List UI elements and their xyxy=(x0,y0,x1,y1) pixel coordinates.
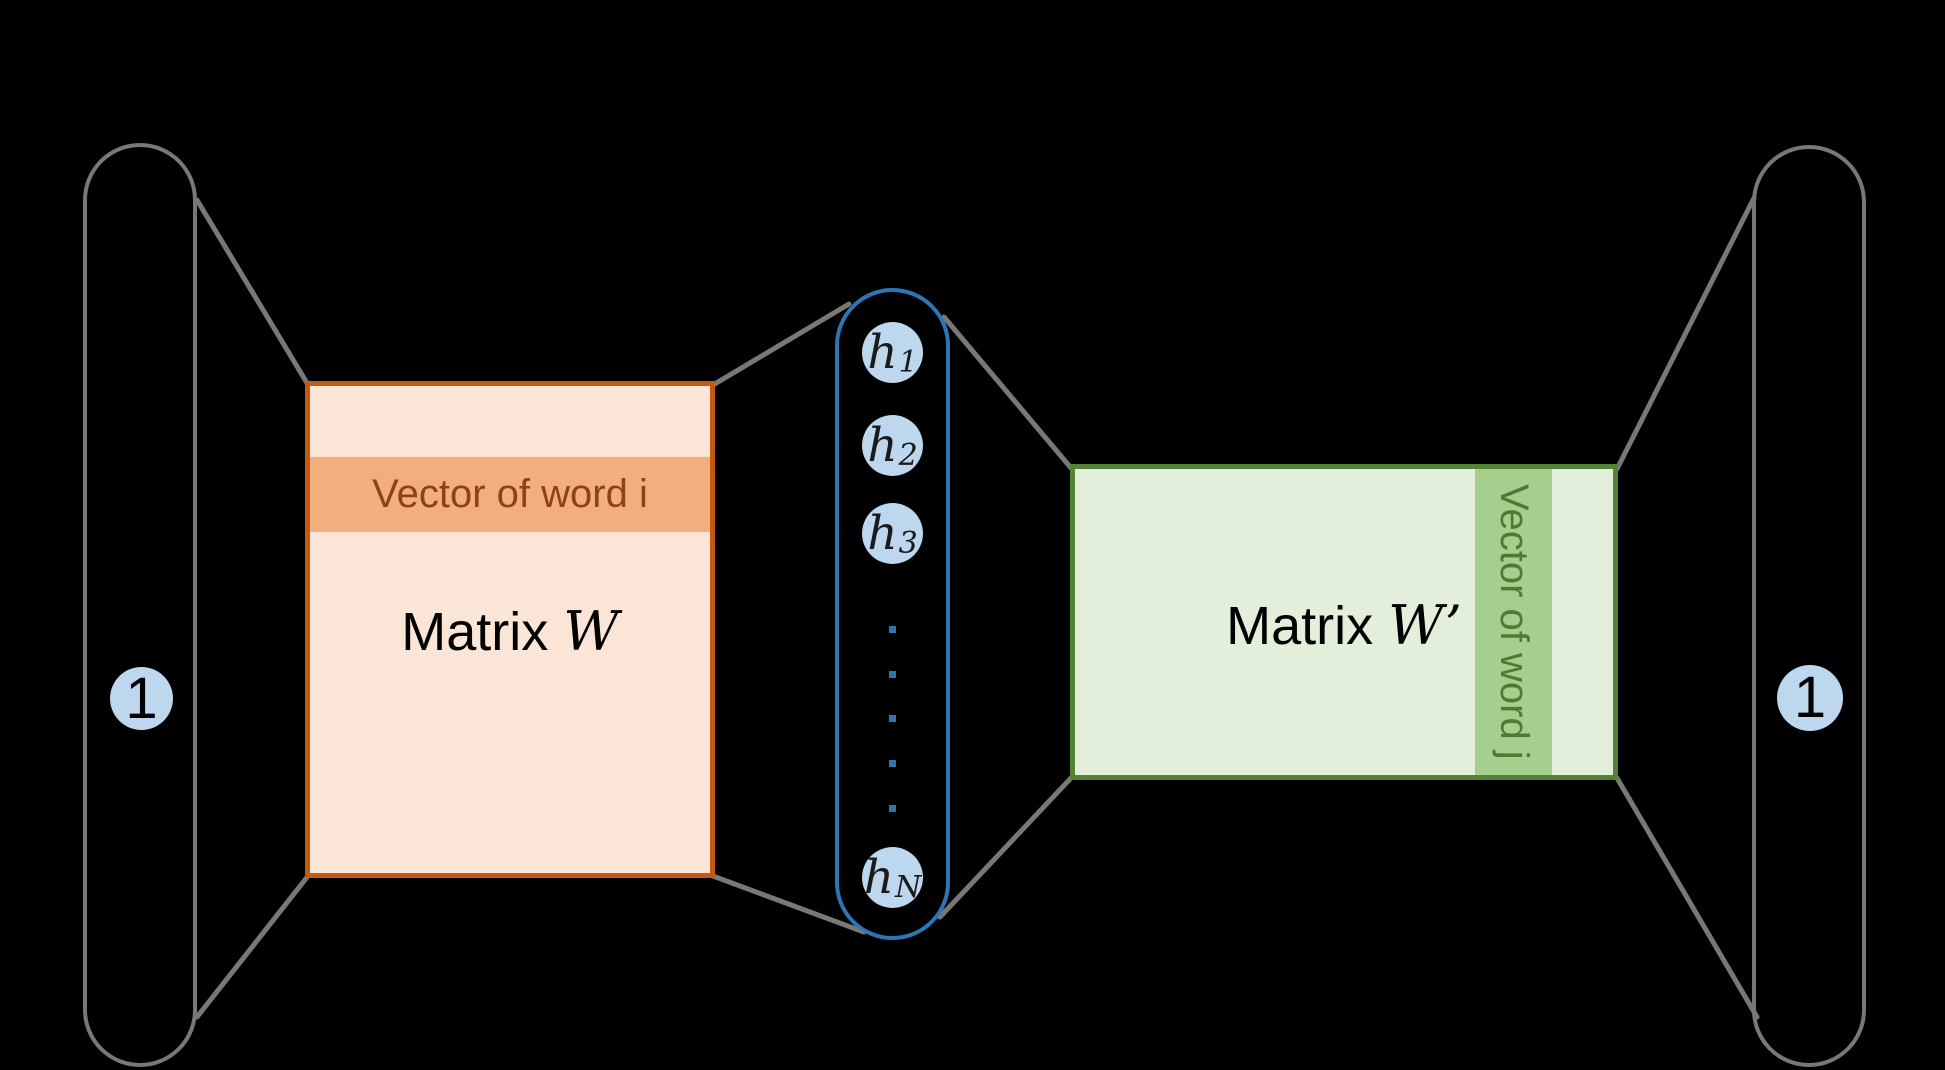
matrix-w-label: Matrix W xyxy=(310,600,710,663)
input-layer-pill xyxy=(83,143,197,1067)
hidden-node-h1-base: h xyxy=(867,325,898,380)
ellipsis-dot xyxy=(889,760,896,767)
ellipsis-dot xyxy=(889,626,896,633)
hidden-node-h3-base: h xyxy=(867,506,898,561)
connector-input-to-matrixw-top xyxy=(194,197,310,386)
matrix-w-prime-label-prefix: Matrix xyxy=(1226,596,1374,656)
matrix-w-prime-label: Matrix W’ xyxy=(1075,594,1613,657)
connector-matrixwp-to-output-bottom xyxy=(1614,775,1760,1020)
ellipsis-dot xyxy=(889,671,896,678)
connector-matrixwp-to-output-top xyxy=(1614,195,1757,472)
matrix-w: Vector of word i Matrix W xyxy=(305,381,715,878)
vector-of-word-i-label: Vector of word i xyxy=(372,472,648,516)
matrix-w-prime: Matrix W’ Vector of word j xyxy=(1070,464,1618,780)
connector-hidden-to-matrixwp-top xyxy=(941,314,1074,471)
hidden-node-h2-sub: 2 xyxy=(898,437,918,473)
hidden-layer-pill xyxy=(835,288,950,940)
hidden-node-h3-sub: 3 xyxy=(898,525,918,561)
ellipsis-dot xyxy=(889,715,896,722)
hidden-node-hN-sub: N xyxy=(895,869,922,905)
connector-matrixw-to-hidden-top xyxy=(710,301,852,388)
ellipsis-dot xyxy=(889,805,896,812)
matrix-w-prime-symbol: W’ xyxy=(1388,594,1462,657)
output-node: 1 xyxy=(1777,665,1843,731)
output-node-value: 1 xyxy=(1793,665,1827,730)
vector-of-word-j-label: Vector of word j xyxy=(1492,484,1536,760)
connector-input-to-matrixw-bottom xyxy=(194,873,311,1020)
hidden-node-h2-base: h xyxy=(867,418,898,473)
connector-hidden-to-matrixwp-bottom xyxy=(937,775,1074,920)
input-node: 1 xyxy=(110,667,173,730)
matrix-w-symbol: W xyxy=(563,600,619,663)
matrix-w-label-prefix: Matrix xyxy=(401,602,549,662)
vector-of-word-j-band: Vector of word j xyxy=(1475,469,1552,775)
vector-of-word-i-band: Vector of word i xyxy=(310,457,710,532)
hidden-node-h1-sub: 1 xyxy=(898,344,918,380)
connector-matrixw-to-hidden-bottom xyxy=(710,873,867,935)
input-node-value: 1 xyxy=(125,665,158,731)
hidden-node-hN-base: h xyxy=(863,850,895,905)
output-layer-pill xyxy=(1752,145,1866,1067)
